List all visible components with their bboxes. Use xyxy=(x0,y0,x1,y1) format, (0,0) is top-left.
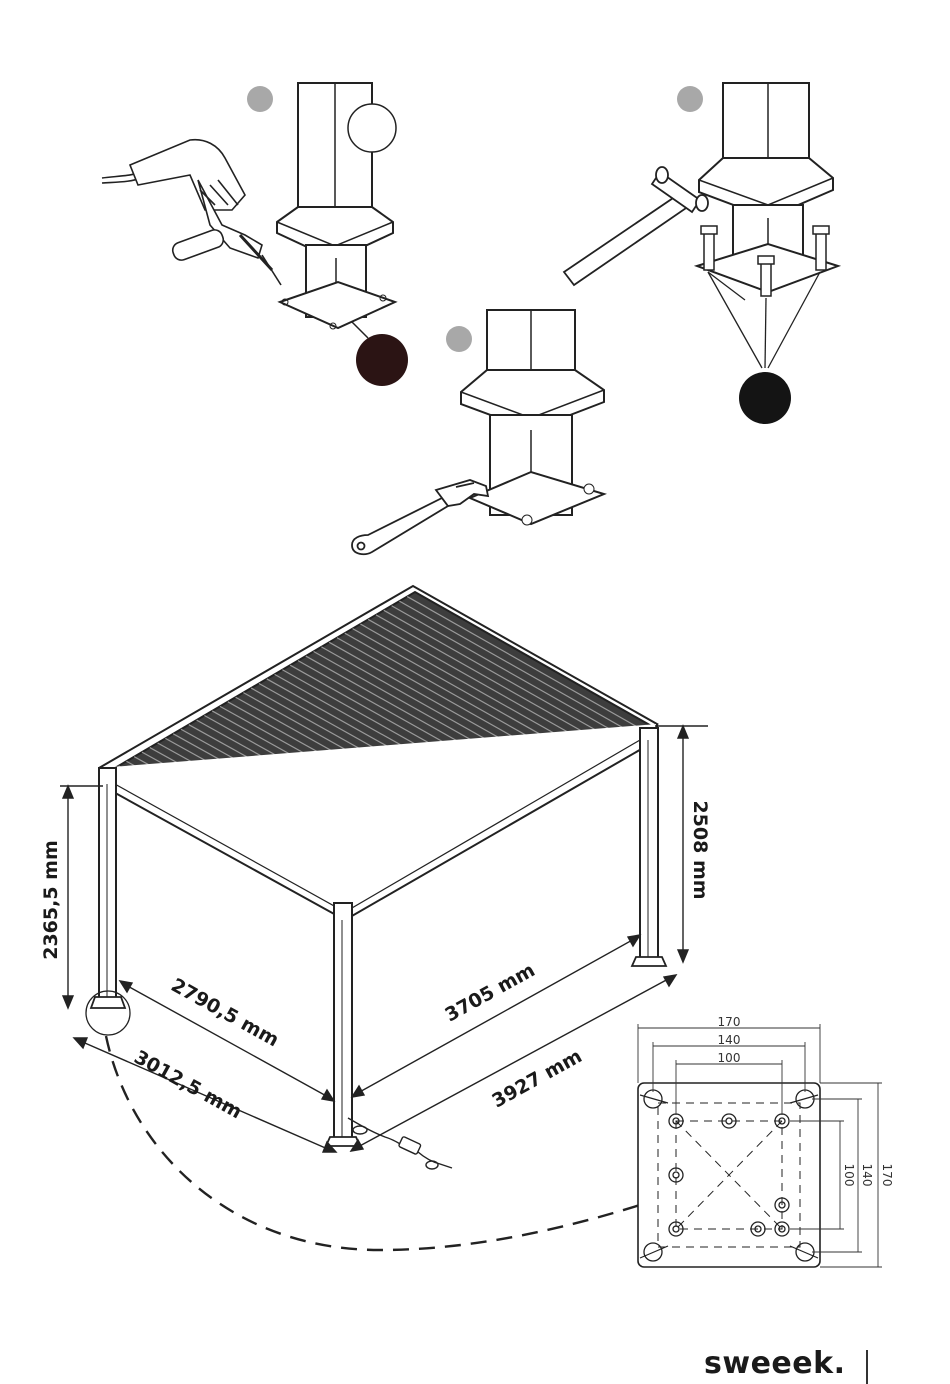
width-inner-label: 3705 mm xyxy=(441,959,538,1026)
height-right-label: 2508 mm xyxy=(689,800,711,899)
pergola-drawing xyxy=(86,586,666,1250)
plate-inner-label: 100 xyxy=(718,1051,741,1065)
callout-empty xyxy=(348,104,396,152)
width-outer-label: 3927 mm xyxy=(488,1045,585,1112)
step-marker-2 xyxy=(677,86,703,112)
step-marker-1 xyxy=(247,86,273,112)
post-front xyxy=(334,903,352,1141)
callout-filled xyxy=(739,372,791,424)
plate-outer-side-label: 170 xyxy=(880,1164,894,1187)
plate-inner-side-label: 100 xyxy=(842,1164,856,1187)
post-right xyxy=(640,728,658,960)
step-hammer xyxy=(564,83,838,424)
step-drill xyxy=(102,83,408,386)
drill-icon xyxy=(102,140,281,285)
brand-divider xyxy=(866,1350,868,1384)
plate-middle-label: 140 xyxy=(718,1033,741,1047)
depth-outer-label: 3012,5 mm xyxy=(130,1046,245,1123)
height-left-label: 2365,5 mm xyxy=(40,840,62,960)
base-plate-detail: 170 140 100 170 140 100 xyxy=(638,1015,894,1267)
wrench-icon xyxy=(352,480,488,554)
step-marker-3 xyxy=(446,326,472,352)
hammer-icon xyxy=(564,167,708,285)
brand-logo: sweeek. xyxy=(704,1346,845,1381)
plate-outer-label: 170 xyxy=(718,1015,741,1029)
callout-filled xyxy=(356,334,408,386)
plate-middle-side-label: 140 xyxy=(860,1164,874,1187)
